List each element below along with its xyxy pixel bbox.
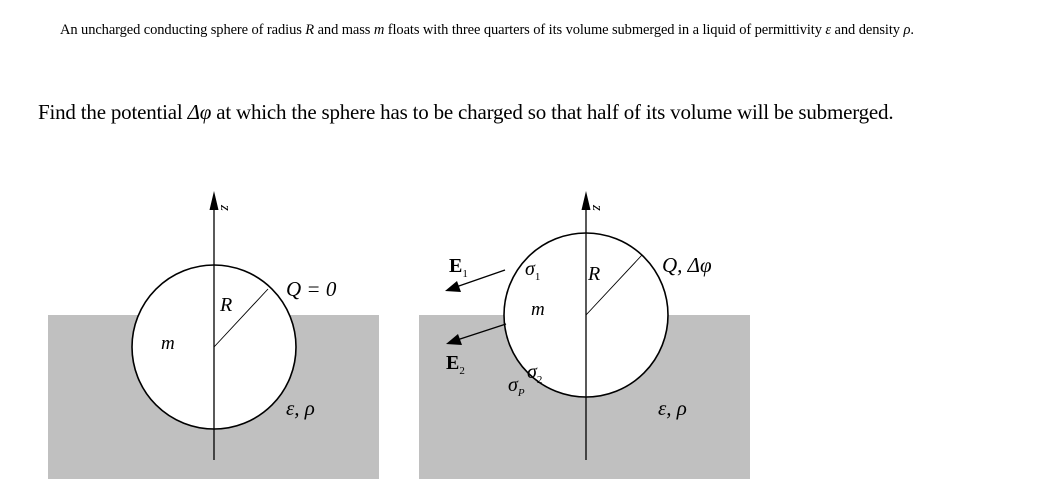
charge-label-right: Q, Δφ — [662, 253, 712, 277]
field-arrow-upper — [455, 269, 506, 288]
z-axis-arrowhead-left — [209, 191, 219, 210]
problem-intro: An uncharged conducting sphere of radius… — [60, 22, 914, 39]
intro-text-run: m — [373, 22, 385, 38]
sigma-pol-label: σP — [508, 374, 525, 399]
medium-label-left: ε, ρ — [286, 396, 315, 420]
intro-text-run: and mass — [314, 22, 374, 38]
intro-text-run: ρ — [903, 22, 911, 38]
mass-label-right: m — [531, 299, 545, 320]
question-text-run: Find the potential — [38, 100, 188, 124]
field-label-upper: E1 — [449, 255, 468, 280]
intro-text-run: R — [305, 22, 315, 38]
z-axis-label-left: z — [217, 204, 233, 211]
problem-question: Find the potential Δφ at which the spher… — [38, 100, 894, 125]
question-text-run: Δφ — [187, 100, 212, 124]
z-axis-label-right: z — [589, 204, 605, 211]
intro-text-run: An uncharged conducting sphere of radius — [60, 22, 306, 38]
z-axis-arrowhead-right — [581, 191, 591, 210]
field-arrowhead-upper — [445, 281, 461, 292]
mass-label-left: m — [161, 333, 175, 354]
sigma-lower-label: σ2 — [527, 361, 542, 386]
intro-text-run: ε — [825, 22, 832, 38]
field-arrowhead-lower — [446, 334, 462, 345]
radius-line-right — [585, 254, 643, 316]
charge-label-left: Q = 0 — [286, 277, 337, 301]
field-arrow-lower — [456, 323, 507, 341]
intro-text-run: floats with three quarters of its volume… — [384, 22, 826, 38]
figure-left: z R m Q = 0 ε, ρ — [48, 191, 379, 479]
radius-label-left: R — [219, 294, 232, 316]
radius-line-left — [213, 288, 269, 348]
sigma-upper-label: σ1 — [525, 258, 540, 283]
figure-right: z R m Q, Δφ ε, ρ E1 E2 σ1 σ2 σP — [419, 191, 750, 479]
intro-text-run: and density — [831, 22, 904, 38]
intro-text-run: . — [910, 22, 914, 38]
question-text-run: at which the sphere has to be charged so… — [211, 100, 894, 124]
medium-label-right: ε, ρ — [658, 396, 687, 420]
field-label-lower: E2 — [446, 352, 465, 377]
radius-label-right: R — [587, 263, 600, 285]
